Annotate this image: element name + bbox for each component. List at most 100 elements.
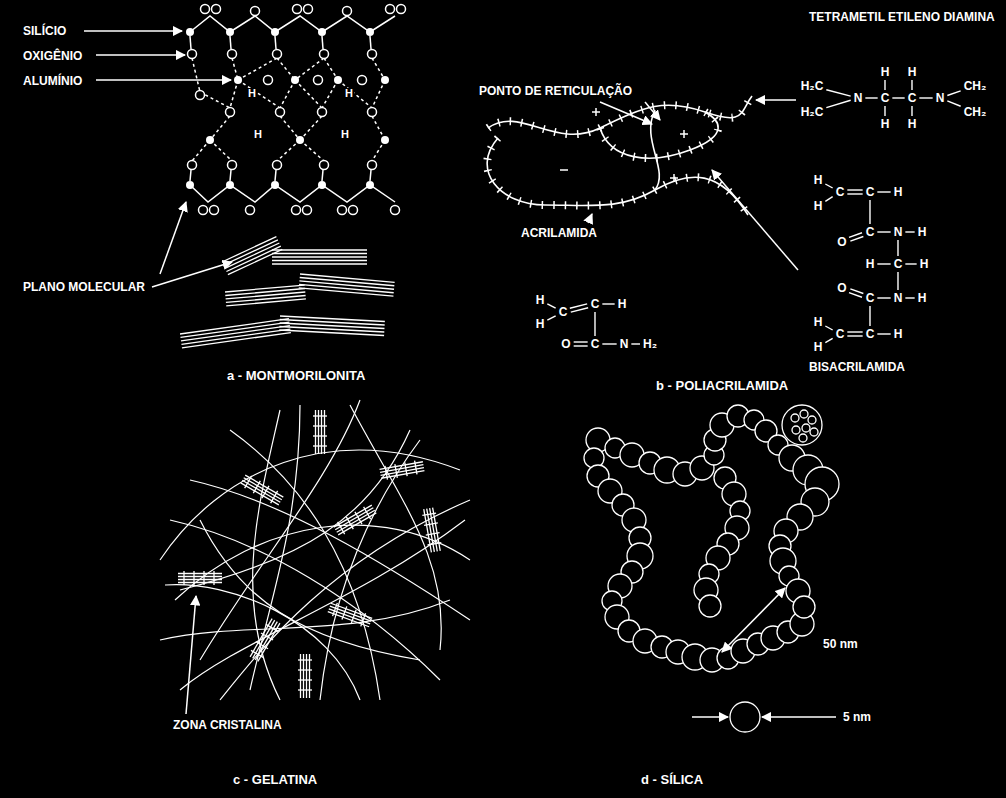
bond-line <box>847 189 862 190</box>
clay-lattice <box>190 185 395 202</box>
crystalline-zones <box>239 473 284 507</box>
clay-lattice <box>322 80 338 108</box>
bond-line <box>574 345 588 346</box>
atom-label: H <box>917 226 928 238</box>
clay-lattice <box>201 5 210 14</box>
crystalline-zones <box>379 459 425 480</box>
polymer-chains <box>488 96 752 134</box>
leader-arrows <box>84 31 232 287</box>
crystalline-zones <box>178 571 222 585</box>
clay-lattice <box>206 136 214 144</box>
atom-label: O <box>836 236 847 248</box>
bond-line <box>877 191 890 192</box>
clay-lattice <box>372 80 385 108</box>
clay-lattice <box>343 7 352 16</box>
atom-label: H₂C <box>800 80 825 92</box>
atom-label: C <box>835 186 846 198</box>
bond-line <box>911 80 912 90</box>
gelatin-network <box>160 400 470 700</box>
dimension-arrows <box>692 716 728 718</box>
silica-particles <box>699 595 721 617</box>
clay-lattice <box>303 206 312 215</box>
polymer-chains <box>487 138 748 215</box>
gelatin-network <box>165 585 360 700</box>
clay-lattice <box>226 108 235 117</box>
silica-particles <box>799 434 807 442</box>
atom-label: C <box>880 92 891 104</box>
atom-label: H <box>893 328 904 340</box>
clay-lattice <box>381 76 389 84</box>
part-label: PLANO MOLECULAR <box>22 280 146 294</box>
silica-particles <box>793 596 815 618</box>
atom-label: H <box>907 66 918 78</box>
clay-lattice <box>192 58 385 161</box>
atom-label: C <box>835 328 846 340</box>
clay-lattice <box>358 76 367 85</box>
bond-line <box>602 303 614 304</box>
polymer-chains <box>651 110 660 190</box>
part-label: TETRAMETIL ETILENO DIAMINA <box>808 10 1000 24</box>
clay-platelets <box>181 329 290 344</box>
atom-label: H <box>247 88 257 99</box>
bond-line <box>825 197 832 202</box>
atom-label: N <box>935 92 946 104</box>
gelatin-network <box>175 525 470 600</box>
silica-particles <box>800 410 808 418</box>
crystalline-zones <box>327 601 373 629</box>
bond-line <box>847 193 862 194</box>
leader-arrows <box>84 30 182 32</box>
silica-particles <box>802 424 810 432</box>
atom-label: CH₂ <box>963 80 988 92</box>
clay-lattice <box>228 161 237 170</box>
figure-caption: b - POLIACRILAMIDA <box>655 378 789 394</box>
atom-label: CH₂ <box>963 106 988 118</box>
bond-line <box>825 338 832 342</box>
bond-line <box>547 304 555 308</box>
clay-lattice <box>273 50 282 59</box>
bond-line <box>877 231 890 232</box>
bond-line <box>826 90 850 96</box>
clay-lattice <box>186 181 194 189</box>
part-label: ALUMÍNIO <box>22 74 83 88</box>
clay-lattice <box>280 116 300 140</box>
clay-lattice <box>338 80 372 108</box>
crystalline-zones <box>248 617 282 662</box>
part-label: PONTO DE RETICULAÇÃO <box>478 84 633 98</box>
clay-platelets <box>180 319 291 348</box>
silica-particles <box>808 416 816 424</box>
clay-lattice <box>349 206 358 215</box>
polymer-chains <box>683 130 685 138</box>
gelatin-network <box>190 480 470 620</box>
clay-lattice <box>322 170 323 181</box>
clay-lattice <box>210 140 232 161</box>
atom-label: N <box>893 292 904 304</box>
bond-line <box>905 263 916 264</box>
crystalline-zones <box>332 503 377 537</box>
bond-line <box>631 343 640 344</box>
leader-arrows <box>186 596 196 714</box>
clay-platelets <box>226 292 306 299</box>
clay-lattice <box>188 161 197 170</box>
atom-label: C <box>590 298 601 310</box>
clay-lattice <box>292 206 301 215</box>
leader-arrows <box>600 102 652 124</box>
clay-lattice <box>318 108 327 117</box>
bond-line <box>911 106 912 116</box>
bond-line <box>847 335 862 336</box>
clay-platelets <box>299 274 395 296</box>
bond-line <box>897 272 898 290</box>
silica-particles <box>791 414 799 422</box>
bond-line <box>877 333 890 334</box>
atom-label: H <box>865 258 876 270</box>
gelatin-network <box>200 400 360 660</box>
part-label: SILÍCIO <box>22 24 67 38</box>
atom-label: H <box>253 129 263 140</box>
clay-lattice <box>275 36 276 49</box>
atom-label: H <box>880 118 891 130</box>
crystalline-zones <box>298 654 312 698</box>
bond-line <box>884 106 885 116</box>
atom-label: H <box>813 174 824 186</box>
atom-label: O <box>560 338 571 350</box>
bond-line <box>602 343 616 344</box>
